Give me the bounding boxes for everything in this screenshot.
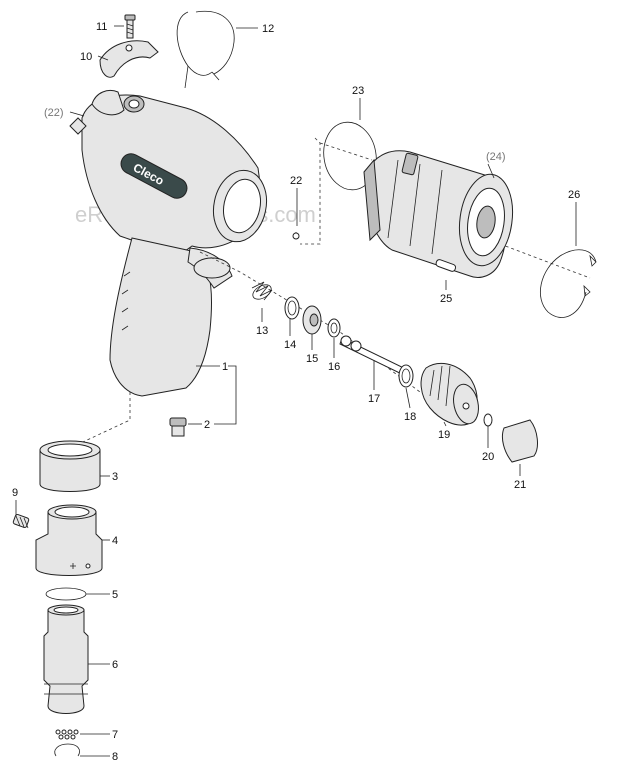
part-24-motor bbox=[363, 150, 514, 278]
callout-25: 25 bbox=[440, 293, 452, 305]
part-20-oring bbox=[483, 413, 493, 427]
callout-14: 14 bbox=[284, 339, 296, 351]
part-14-oring bbox=[284, 296, 300, 320]
part-21-button bbox=[501, 419, 538, 463]
part-8-ring bbox=[54, 743, 80, 757]
part-5-oring bbox=[45, 587, 87, 601]
callout-labels: 11 12 10 (22) 23 (24) 22 26 25 13 14 15 … bbox=[12, 21, 580, 763]
part-6-spindle bbox=[43, 604, 89, 714]
callout-16: 16 bbox=[328, 361, 340, 373]
callout-6: 6 bbox=[112, 659, 118, 671]
callout-17: 17 bbox=[368, 393, 380, 405]
part-7-balls bbox=[55, 729, 79, 740]
callout-18: 18 bbox=[404, 411, 416, 423]
part-15-valve bbox=[302, 305, 322, 335]
part-11-screw bbox=[124, 14, 136, 39]
callout-5: 5 bbox=[112, 589, 118, 601]
part-23-oring bbox=[323, 121, 377, 191]
callout-3: 3 bbox=[112, 471, 118, 483]
callout-21: 21 bbox=[514, 479, 526, 491]
part-3-collar bbox=[39, 440, 101, 492]
callout-2: 2 bbox=[204, 419, 210, 431]
part-4-adapter bbox=[35, 504, 103, 576]
callout-1: 1 bbox=[222, 361, 228, 373]
callout-12: 12 bbox=[262, 23, 274, 35]
callout-10: 10 bbox=[80, 51, 92, 63]
callout-8: 8 bbox=[112, 751, 118, 763]
part-13-spring bbox=[251, 281, 273, 301]
callout-24-ref: (24) bbox=[486, 151, 506, 163]
part-2-plug bbox=[169, 417, 187, 437]
callout-26: 26 bbox=[568, 189, 580, 201]
part-19-reverse-valve bbox=[420, 362, 479, 426]
callout-20: 20 bbox=[482, 451, 494, 463]
callout-23: 23 bbox=[352, 85, 364, 97]
part-18-oring bbox=[398, 364, 414, 388]
callout-22: 22 bbox=[290, 175, 302, 187]
part-12-hanger bbox=[176, 10, 235, 89]
part-26-retaining-ring bbox=[540, 249, 597, 318]
leader-lines bbox=[15, 25, 577, 757]
callout-9: 9 bbox=[12, 487, 18, 499]
callout-4: 4 bbox=[112, 535, 118, 547]
callout-15: 15 bbox=[306, 353, 318, 365]
callout-7: 7 bbox=[112, 729, 118, 741]
callout-19: 19 bbox=[438, 429, 450, 441]
callout-13: 13 bbox=[256, 325, 268, 337]
part-25-pin bbox=[435, 259, 457, 272]
part-16-oring bbox=[327, 318, 341, 338]
part-9-set-screw bbox=[12, 513, 30, 529]
callout-22-ref: (22) bbox=[44, 107, 64, 119]
callout-11: 11 bbox=[96, 21, 107, 33]
tool-housing bbox=[69, 90, 268, 397]
part-22-ball bbox=[292, 232, 300, 240]
part-10-clamp bbox=[99, 40, 159, 78]
